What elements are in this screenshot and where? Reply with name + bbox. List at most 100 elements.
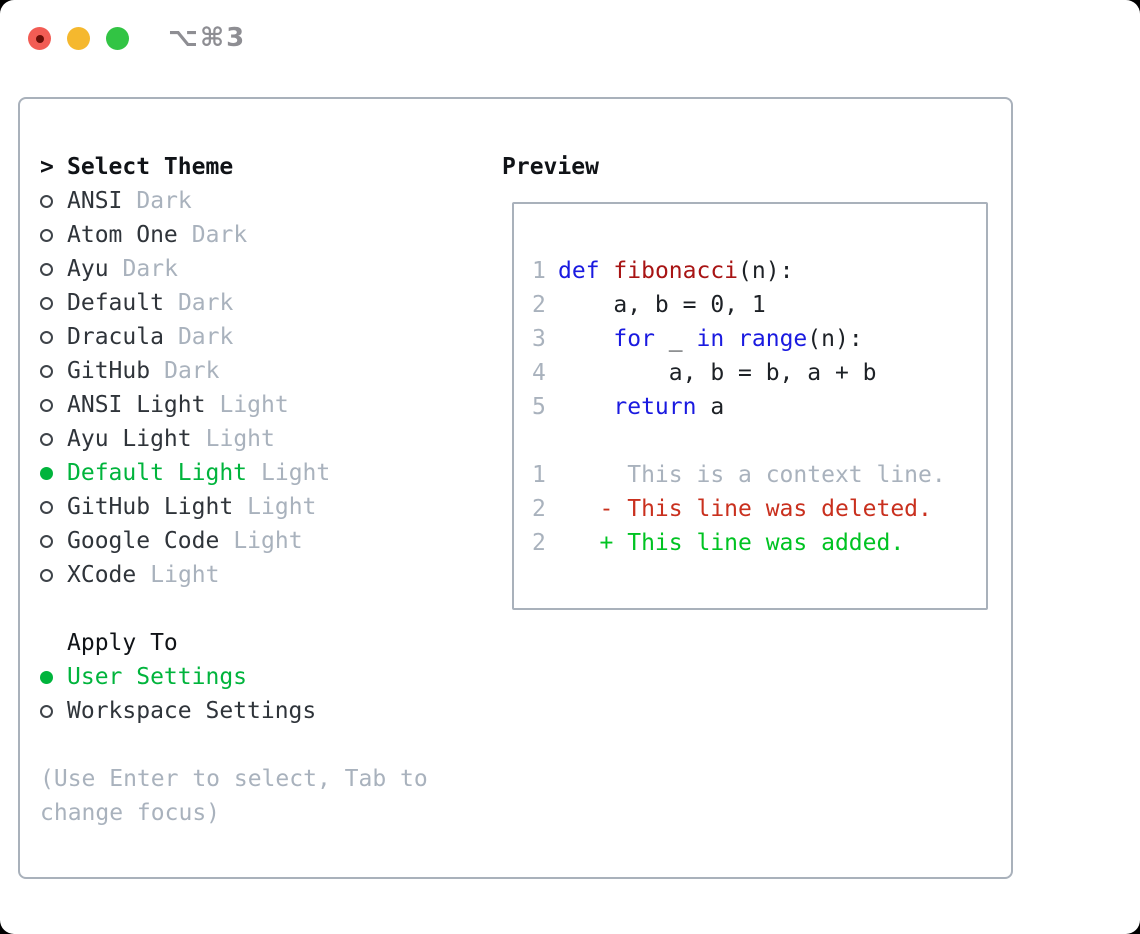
radio-marker bbox=[40, 330, 67, 344]
theme-option-ayu[interactable]: Ayu Dark bbox=[40, 252, 464, 286]
preview-line: 1 def fibonacci(n): bbox=[532, 254, 986, 288]
apply-option-user-settings[interactable]: User Settings bbox=[40, 660, 464, 694]
radio-marker bbox=[40, 704, 67, 718]
radio-icon bbox=[40, 500, 53, 514]
preview-line: 2 + This line was added. bbox=[532, 526, 986, 560]
line-number: 1 bbox=[532, 462, 546, 488]
code-token-pl bbox=[724, 326, 738, 352]
radio-marker bbox=[40, 568, 67, 582]
code-token-pl: _ bbox=[654, 326, 697, 352]
code-token-kw: for bbox=[613, 326, 655, 352]
option-label: Ayu bbox=[67, 256, 109, 282]
theme-list: ANSI Dark Atom One Dark Ayu Dark Default… bbox=[40, 184, 464, 592]
theme-option-ayu-light[interactable]: Ayu Light Light bbox=[40, 422, 464, 456]
option-label: GitHub Light bbox=[67, 494, 234, 520]
code-token-pl bbox=[600, 258, 614, 284]
line-number: 1 bbox=[532, 258, 546, 284]
code-token-pl bbox=[558, 394, 613, 420]
minimize-button[interactable] bbox=[67, 27, 90, 50]
theme-selector-column: > Select Theme ANSI Dark Atom One Dark A… bbox=[40, 150, 464, 830]
radio-icon bbox=[40, 228, 53, 242]
option-variant-tag: Dark bbox=[136, 188, 192, 214]
radio-marker bbox=[40, 534, 67, 548]
line-number: 3 bbox=[532, 326, 546, 352]
radio-marker bbox=[40, 194, 67, 208]
radio-icon bbox=[40, 262, 53, 276]
option-variant-tag: Dark bbox=[177, 290, 234, 316]
theme-option-default-light[interactable]: Default Light Light bbox=[40, 456, 464, 490]
preview-title: Preview bbox=[502, 154, 599, 180]
option-label: User Settings bbox=[67, 664, 248, 690]
theme-picker-panel: > Select Theme ANSI Dark Atom One Dark A… bbox=[18, 97, 1013, 879]
option-variant-tag: Light bbox=[247, 494, 317, 520]
line-number: 2 bbox=[532, 292, 546, 318]
window-title: ⌥⌘3 bbox=[168, 23, 247, 53]
radio-marker bbox=[40, 466, 67, 480]
code-token-fn: fibonacci bbox=[613, 258, 739, 284]
code-token-add: + This line was added. bbox=[558, 530, 905, 556]
line-number: 4 bbox=[532, 360, 546, 386]
radio-icon bbox=[40, 398, 53, 412]
theme-option-ansi-light[interactable]: ANSI Light Light bbox=[40, 388, 464, 422]
apply-to-header-row: Apply To bbox=[40, 626, 464, 660]
radio-marker bbox=[40, 228, 67, 242]
code-token-pl: a, b = b, a + b bbox=[558, 360, 877, 386]
code-token-kw: def bbox=[558, 258, 600, 284]
select-theme-header-row: > Select Theme bbox=[40, 150, 464, 184]
theme-option-xcode[interactable]: XCode Light bbox=[40, 558, 464, 592]
apply-option-workspace-settings[interactable]: Workspace Settings bbox=[40, 694, 464, 728]
theme-option-github[interactable]: GitHub Dark bbox=[40, 354, 464, 388]
code-token-pl: (n): bbox=[807, 326, 863, 352]
code-token-pl: (n): bbox=[738, 258, 794, 284]
apply-to-section: Apply To User Settings Workspace Setting… bbox=[40, 626, 464, 728]
preview-line: 1 This is a context line. bbox=[532, 458, 986, 492]
theme-option-google-code[interactable]: Google Code Light bbox=[40, 524, 464, 558]
radio-icon bbox=[40, 194, 53, 208]
close-button[interactable] bbox=[28, 27, 51, 50]
preview-line bbox=[532, 424, 986, 458]
radio-marker bbox=[40, 262, 67, 276]
option-variant-tag: Light bbox=[233, 528, 303, 554]
theme-option-ansi[interactable]: ANSI Dark bbox=[40, 184, 464, 218]
preview-line: 2 - This line was deleted. bbox=[532, 492, 986, 526]
option-variant-tag: Light bbox=[205, 426, 275, 452]
radio-icon bbox=[40, 704, 53, 718]
option-variant-tag: Dark bbox=[177, 324, 234, 350]
option-label: Default Light bbox=[67, 460, 248, 486]
theme-option-atom-one[interactable]: Atom One Dark bbox=[40, 218, 464, 252]
line-content: for _ in range(n): bbox=[558, 326, 863, 352]
code-token-pl bbox=[558, 326, 613, 352]
radio-icon bbox=[40, 296, 53, 310]
radio-marker bbox=[40, 296, 67, 310]
theme-option-default[interactable]: Default Dark bbox=[40, 286, 464, 320]
line-content: - This line was deleted. bbox=[558, 496, 932, 522]
maximize-button[interactable] bbox=[106, 27, 129, 50]
line-content: def fibonacci(n): bbox=[558, 258, 793, 284]
code-token-kw: in bbox=[696, 326, 725, 352]
option-variant-tag: Dark bbox=[122, 256, 178, 282]
preview-line: 5 return a bbox=[532, 390, 986, 424]
option-variant-tag: Dark bbox=[191, 222, 248, 248]
preview-line: 3 for _ in range(n): bbox=[532, 322, 986, 356]
radio-icon bbox=[40, 466, 53, 480]
option-label: Atom One bbox=[67, 222, 178, 248]
theme-option-dracula[interactable]: Dracula Dark bbox=[40, 320, 464, 354]
line-content: return a bbox=[558, 394, 724, 420]
line-number: 2 bbox=[532, 530, 546, 556]
option-variant-tag: Dark bbox=[164, 358, 220, 384]
radio-marker bbox=[40, 670, 67, 684]
option-variant-tag: Light bbox=[219, 392, 289, 418]
radio-icon bbox=[40, 432, 53, 446]
apply-to-title: Apply To bbox=[67, 630, 178, 656]
focus-caret-icon: > bbox=[40, 154, 54, 180]
unsaved-changes-dot-icon bbox=[35, 34, 44, 43]
theme-option-github-light[interactable]: GitHub Light Light bbox=[40, 490, 464, 524]
option-label: Dracula bbox=[67, 324, 164, 350]
radio-marker bbox=[40, 432, 67, 446]
option-variant-tag: Light bbox=[150, 562, 220, 588]
code-token-del: - This line was deleted. bbox=[558, 496, 932, 522]
code-token-pl: a, b = 0, 1 bbox=[558, 292, 766, 318]
